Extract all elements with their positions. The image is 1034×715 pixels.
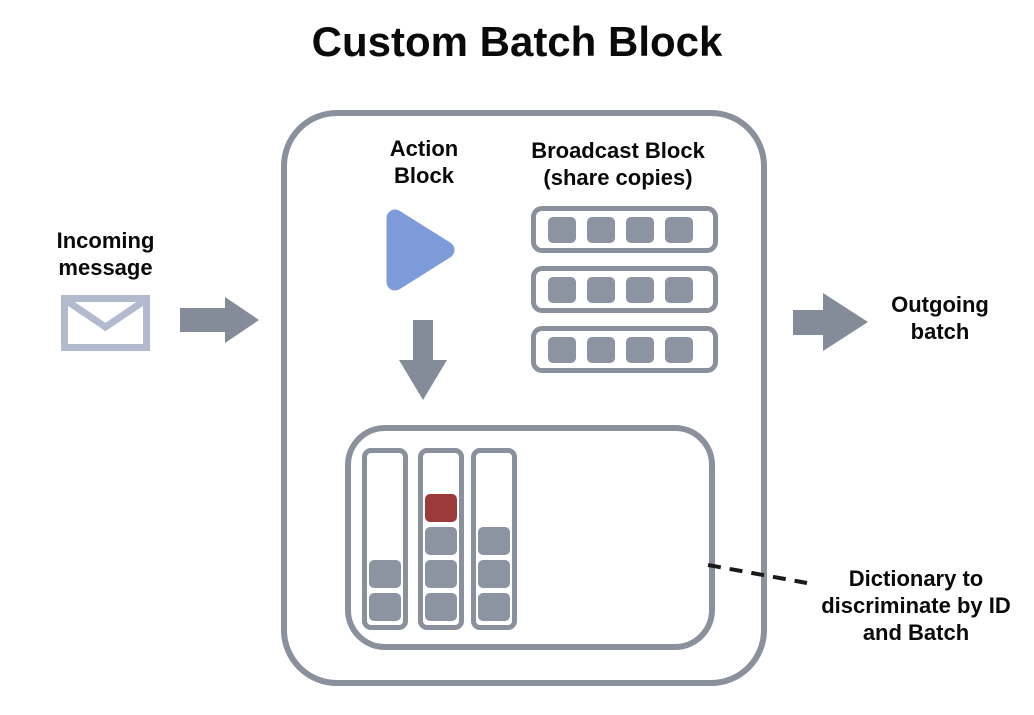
incoming-arrow-icon	[180, 297, 259, 343]
envelope-icon	[61, 295, 150, 351]
queue-item	[425, 593, 457, 621]
queue-item	[478, 560, 510, 588]
broadcast-cell	[548, 276, 576, 303]
broadcast-row	[531, 266, 718, 313]
queue-column	[362, 448, 408, 630]
broadcast-cell	[548, 336, 576, 363]
down-arrow-icon	[399, 320, 447, 400]
queue-item	[478, 527, 510, 555]
queue-item	[478, 593, 510, 621]
queue-item	[369, 560, 401, 588]
broadcast-cell	[587, 276, 615, 303]
broadcast-cell	[548, 216, 576, 243]
broadcast-cell	[587, 216, 615, 243]
broadcast-cell	[626, 276, 654, 303]
outgoing-arrow-icon	[793, 293, 868, 351]
broadcast-cell	[626, 336, 654, 363]
queue-item	[425, 527, 457, 555]
broadcast-cell	[665, 336, 693, 363]
queue-column	[418, 448, 464, 630]
broadcast-cell	[665, 276, 693, 303]
broadcast-row	[531, 326, 718, 373]
custom-batch-block-container	[281, 110, 767, 686]
page-title: Custom Batch Block	[311, 18, 723, 65]
broadcast-cell	[626, 216, 654, 243]
queue-column	[471, 448, 517, 630]
dictionary-label: Dictionary to discriminate by ID and Bat…	[821, 566, 1011, 645]
incoming-message-label: Incoming message	[56, 228, 155, 280]
outgoing-batch-label: Outgoing batch	[891, 292, 989, 344]
broadcast-cell	[665, 216, 693, 243]
queue-item-red	[425, 494, 457, 522]
broadcast-cell	[587, 336, 615, 363]
action-block-label: Action Block	[389, 136, 459, 188]
dashed-callout-line	[707, 563, 808, 585]
queue-item	[425, 560, 457, 588]
queue-item	[369, 593, 401, 621]
broadcast-block-label: Broadcast Block (share copies)	[531, 138, 705, 190]
broadcast-row	[531, 206, 718, 253]
action-block-play-icon	[386, 209, 455, 291]
